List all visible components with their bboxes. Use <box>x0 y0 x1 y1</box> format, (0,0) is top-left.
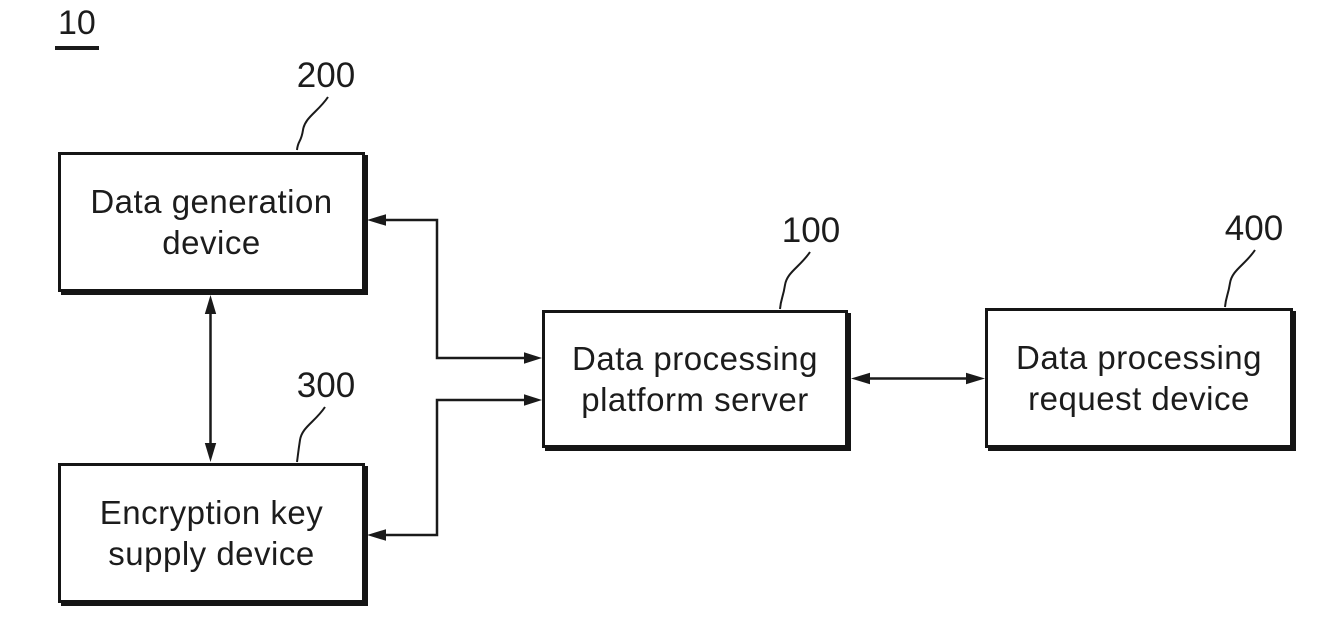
node-data-processing-request-device-label: Data processing request device <box>1016 339 1262 417</box>
leader-line-300 <box>296 406 326 463</box>
node-data-processing-platform-server: Data processing platform server <box>542 310 848 448</box>
node-data-processing-request-device: Data processing request device <box>985 308 1293 448</box>
leader-line-400 <box>1224 249 1256 308</box>
connector-200-100 <box>367 214 542 364</box>
connector-100-300 <box>367 394 542 541</box>
arrowhead-into-200 <box>367 214 386 226</box>
ref-label-100: 100 <box>781 211 841 250</box>
leader-line-100 <box>779 251 811 310</box>
arrowhead-down-into-300 <box>204 443 217 462</box>
connector-100-400 <box>851 372 985 385</box>
arrowhead-into-100-right <box>851 372 870 385</box>
connector-200-300 <box>204 295 217 462</box>
arrowhead-into-100-upper <box>524 352 542 364</box>
arrowhead-up-into-200 <box>204 295 217 314</box>
ref-label-200: 200 <box>296 56 356 95</box>
leader-line-200 <box>296 96 329 151</box>
ref-label-400: 400 <box>1224 209 1284 248</box>
arrowhead-into-300 <box>367 529 386 541</box>
node-encryption-key-supply-device-label: Encryption key supply device <box>99 494 324 572</box>
node-data-processing-platform-server-label: Data processing platform server <box>572 340 818 418</box>
arrowhead-into-400 <box>966 372 985 385</box>
node-data-generation-device: Data generation device <box>58 152 365 292</box>
ref-label-300: 300 <box>296 366 356 405</box>
node-data-generation-device-label: Data generation device <box>90 183 333 261</box>
node-encryption-key-supply-device: Encryption key supply device <box>58 463 365 603</box>
arrowhead-into-100-lower <box>524 394 542 406</box>
figure-ref-label: 10 <box>55 6 99 50</box>
